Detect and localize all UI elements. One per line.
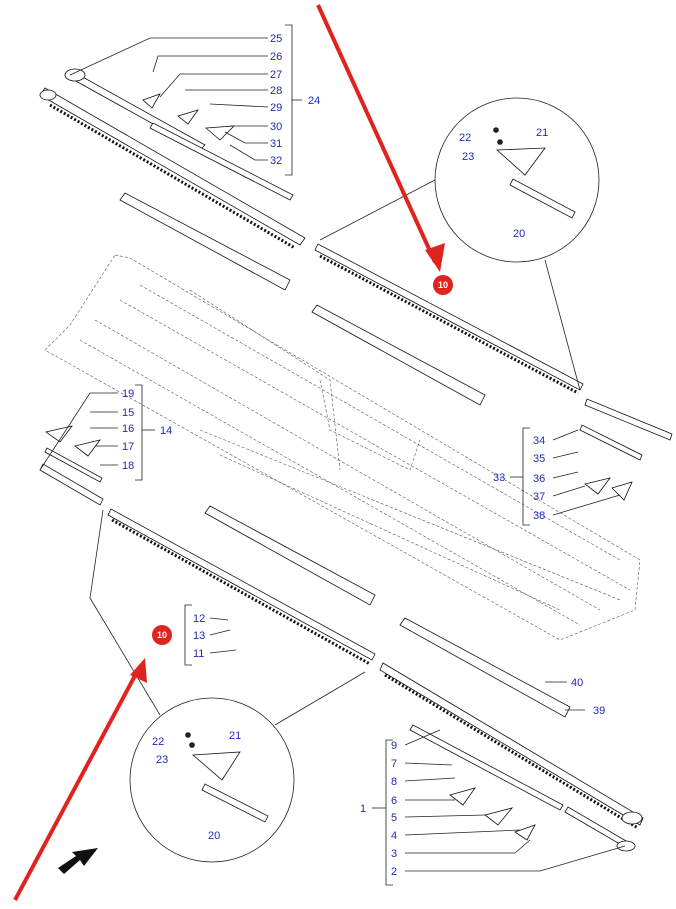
label-39: 39 — [593, 705, 605, 717]
label-6: 6 — [391, 795, 397, 807]
detail-circle-top — [434, 97, 600, 263]
label-9: 9 — [391, 740, 397, 752]
label-22-bottom: 22 — [152, 736, 164, 748]
left-short-knife — [39, 425, 104, 506]
label-3: 3 — [391, 848, 397, 860]
upper-knife-teeth — [49, 103, 296, 250]
guard-plates — [119, 192, 571, 718]
label-14: 14 — [160, 425, 172, 437]
svg-text:10: 10 — [438, 280, 448, 290]
label-32: 32 — [270, 155, 282, 167]
label-8: 8 — [391, 776, 397, 788]
label-11: 11 — [193, 648, 204, 660]
label-20-bottom: 20 — [208, 830, 220, 842]
label-23-top: 23 — [462, 151, 474, 163]
svg-text:10: 10 — [157, 630, 167, 640]
label-34: 34 — [533, 435, 545, 447]
label-7: 7 — [391, 758, 397, 770]
label-27: 27 — [270, 69, 282, 81]
label-31: 31 — [270, 138, 282, 150]
right-short-knife — [579, 398, 673, 501]
label-30: 30 — [270, 121, 282, 133]
label-21-top: 21 — [536, 127, 548, 139]
label-23-bottom: 23 — [156, 754, 168, 766]
label-28: 28 — [270, 85, 282, 97]
upper-right-knife — [314, 243, 584, 395]
label-13: 13 — [193, 630, 205, 642]
label-21-bottom: 21 — [229, 730, 241, 742]
label-25: 25 — [270, 33, 282, 45]
label-22-top: 22 — [459, 132, 471, 144]
label-35: 35 — [533, 453, 545, 465]
label-37: 37 — [533, 491, 545, 503]
direction-arrow-icon — [58, 848, 98, 874]
label-15: 15 — [122, 407, 134, 419]
label-18: 18 — [122, 460, 134, 472]
label-29: 29 — [270, 102, 282, 114]
label-26: 26 — [270, 51, 282, 63]
label-33: 33 — [493, 472, 505, 484]
callout-badge-lower: 10 — [152, 625, 172, 645]
label-17: 17 — [122, 441, 134, 453]
label-19: 19 — [122, 388, 134, 400]
label-2: 2 — [391, 866, 397, 878]
detail-circle-bottom — [129, 697, 295, 863]
callout-badge-upper: 10 — [433, 275, 453, 295]
red-arrows — [13, 4, 445, 901]
upper-knife-section — [39, 68, 306, 250]
lower-knife-section — [107, 508, 644, 852]
leader-lines — [39, 24, 626, 886]
label-38: 38 — [533, 510, 545, 522]
label-4: 4 — [391, 830, 397, 842]
header-frame-outline — [44, 254, 641, 641]
label-16: 16 — [122, 423, 134, 435]
label-5: 5 — [391, 812, 397, 824]
label-20-top: 20 — [513, 228, 525, 240]
label-12: 12 — [193, 613, 205, 625]
label-36: 36 — [533, 473, 545, 485]
label-24: 24 — [308, 95, 320, 107]
part-labels: 25 26 27 28 29 24 30 31 32 22 23 21 20 1… — [122, 33, 605, 878]
label-1: 1 — [360, 803, 366, 815]
label-40: 40 — [571, 677, 583, 689]
